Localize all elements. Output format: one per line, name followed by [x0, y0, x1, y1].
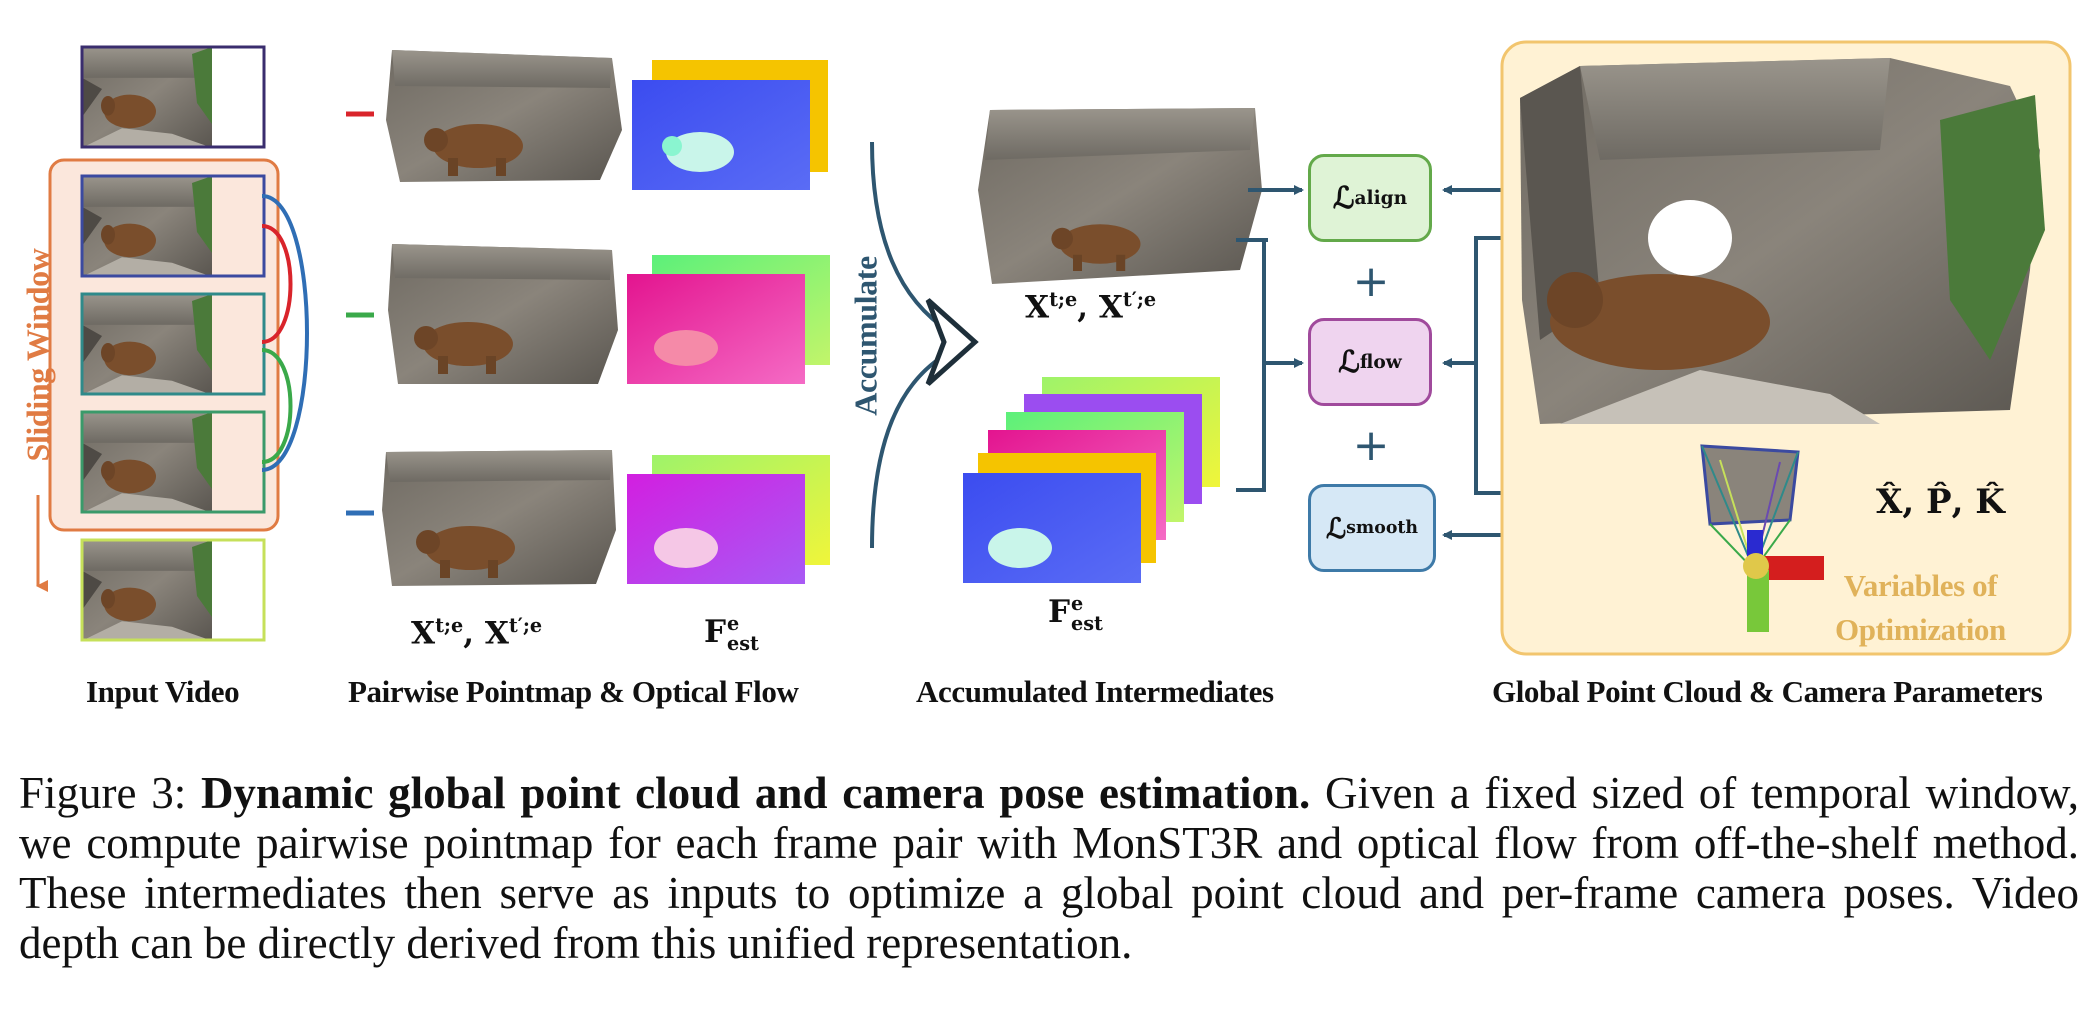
caption-body: Given a fixed sized of temporal window, … [19, 768, 2079, 968]
accumulated-pointmap [978, 108, 1262, 284]
caption-prefix: Figure 3: [19, 768, 201, 818]
accumulate-arrow [870, 141, 979, 549]
accumulated-flow-stack [963, 377, 1220, 583]
pair-arc-green [261, 348, 293, 464]
accumulated-label: Accumulated Intermediates [916, 674, 1274, 709]
accumulate-label: Accumulate [847, 256, 884, 416]
global-point-cloud [1520, 58, 2045, 424]
pairwise-label: Pairwise Pointmap & Optical Flow [348, 674, 799, 709]
pair-arc-red [261, 224, 293, 344]
flow-pair-2 [627, 255, 830, 384]
flow-pair-3 [627, 455, 830, 584]
pairwise-section [346, 50, 830, 586]
plus-2: + [1353, 420, 1390, 471]
plus-1: + [1353, 256, 1390, 307]
pointmap-2 [388, 244, 618, 384]
figure-graphics: + + [36, 40, 2072, 656]
caption-title: Dynamic global point cloud and camera po… [200, 768, 1311, 818]
sliding-window-label: Sliding Window [19, 248, 56, 462]
variables-of-optimization: Variables of Optimization [1835, 568, 2006, 647]
frame-3 [80, 292, 266, 396]
method-figure: + + Sliding Window Accumulate Xt;e, Xt′;… [19, 40, 2072, 709]
camera-frustums [1700, 444, 1824, 632]
frame-1 [80, 45, 266, 149]
optimized-variables: X̂, P̂, K̂ [1876, 482, 2005, 522]
frame-5 [80, 538, 266, 642]
accumulated-pointmap-label: Xt;e, Xt′;e [1025, 288, 1157, 326]
input-video [36, 45, 309, 642]
flow-pair-1 [632, 60, 828, 190]
global-panel [1500, 40, 2072, 656]
pointmap-pair-label: Xt;e, Xt′;e [411, 614, 543, 652]
global-label: Global Point Cloud & Camera Parameters [1492, 674, 2043, 709]
accumulated-section [963, 108, 1262, 583]
pair-arc-blue [261, 194, 309, 472]
input-video-label: Input Video [86, 674, 240, 709]
pointmap-3 [382, 450, 616, 586]
pointmap-1 [386, 50, 622, 182]
figure-caption: Figure 3: Dynamic global point cloud and… [19, 768, 2079, 968]
